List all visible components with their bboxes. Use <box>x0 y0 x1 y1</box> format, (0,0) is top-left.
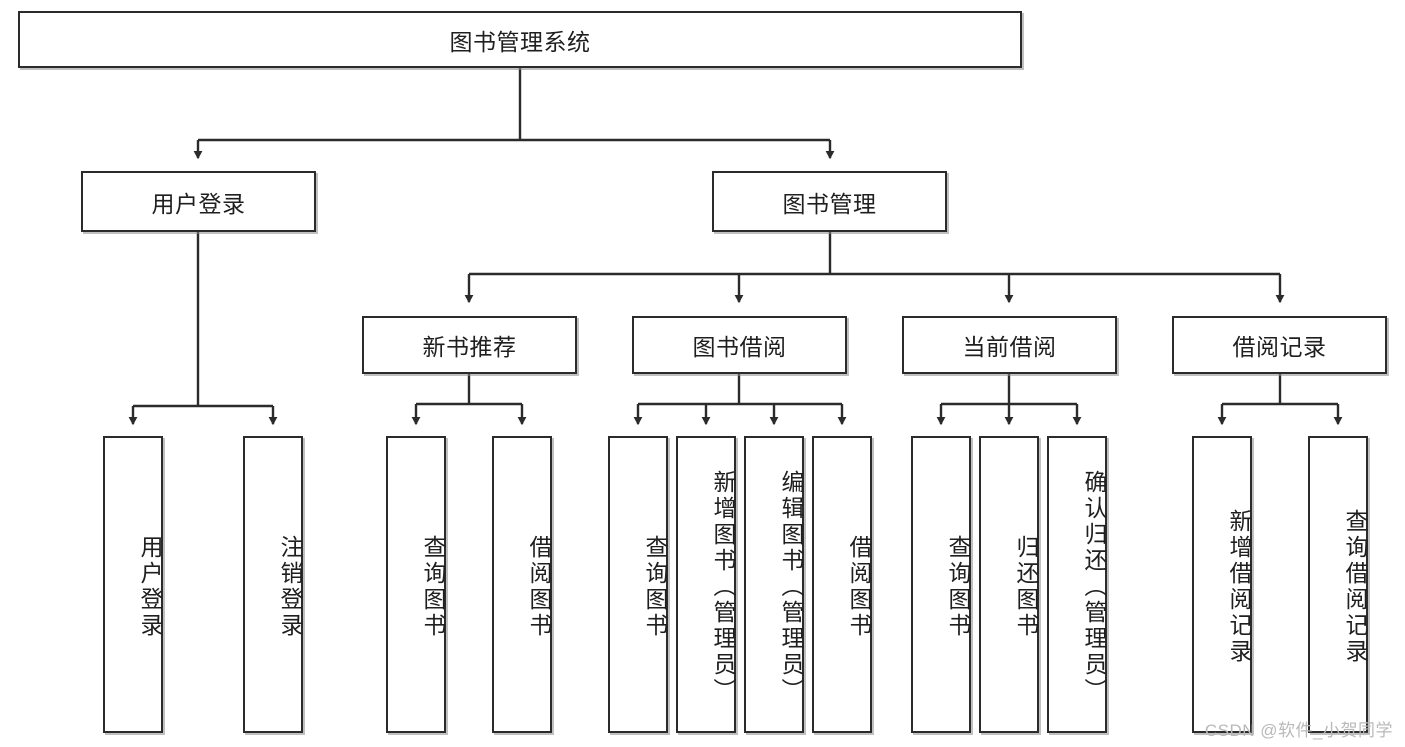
node-user-login[interactable]: 用户登录 <box>81 171 316 232</box>
node-current-borrow[interactable]: 当前借阅 <box>902 316 1117 374</box>
node-label: 确认归还（管理员） <box>1081 469 1107 704</box>
node-leaf-query-book-3[interactable]: 查询图书 <box>911 436 971 733</box>
connector-root-to-level2 <box>193 68 835 160</box>
connector-borrowrecord-to-leaves <box>1217 374 1343 426</box>
node-leaf-return-book[interactable]: 归还图书 <box>979 436 1039 733</box>
node-book-borrow[interactable]: 图书借阅 <box>632 316 847 374</box>
node-label: 新书推荐 <box>422 334 517 360</box>
node-leaf-borrow-book-2[interactable]: 借阅图书 <box>812 436 872 733</box>
node-label: 当前借阅 <box>962 334 1057 360</box>
node-book-manage[interactable]: 图书管理 <box>712 171 947 232</box>
node-label: 借阅图书 <box>526 534 552 639</box>
node-new-book-recommend[interactable]: 新书推荐 <box>362 316 577 374</box>
connector-userlogin-to-leaves <box>128 232 278 426</box>
node-label: 查询借阅记录 <box>1342 508 1368 665</box>
node-root-book-management-system[interactable]: 图书管理系统 <box>18 11 1022 68</box>
node-leaf-user-login[interactable]: 用户登录 <box>103 436 163 733</box>
node-label: 图书管理系统 <box>449 28 591 55</box>
connector-newbook-to-leaves <box>411 374 527 426</box>
node-leaf-confirm-return[interactable]: 确认归还（管理员） <box>1047 436 1107 733</box>
node-leaf-query-book-1[interactable]: 查询图书 <box>386 436 446 733</box>
node-leaf-borrow-book-1[interactable]: 借阅图书 <box>492 436 552 733</box>
connector-bookborrow-to-leaves <box>633 374 847 426</box>
node-label: 用户登录 <box>137 534 163 639</box>
node-leaf-add-book[interactable]: 新增图书（管理员） <box>676 436 736 733</box>
node-label: 用户登录 <box>151 190 246 217</box>
node-label: 注销登录 <box>277 534 303 639</box>
node-label: 新增借阅记录 <box>1226 508 1252 665</box>
node-label: 编辑图书（管理员） <box>778 469 804 704</box>
node-label: 归还图书 <box>1013 534 1039 639</box>
node-borrow-record[interactable]: 借阅记录 <box>1172 316 1387 374</box>
node-label: 图书借阅 <box>692 334 787 360</box>
node-leaf-logout-login[interactable]: 注销登录 <box>243 436 303 733</box>
node-leaf-edit-book[interactable]: 编辑图书（管理员） <box>744 436 804 733</box>
node-label: 查询图书 <box>420 534 446 639</box>
node-leaf-query-record[interactable]: 查询借阅记录 <box>1308 436 1368 733</box>
node-leaf-add-record[interactable]: 新增借阅记录 <box>1192 436 1252 733</box>
node-leaf-query-book-2[interactable]: 查询图书 <box>608 436 668 733</box>
node-label: 新增图书（管理员） <box>710 469 736 704</box>
connector-currentborrow-to-leaves <box>936 374 1082 426</box>
connector-bookmanage-to-level3 <box>464 232 1285 304</box>
node-label: 借阅图书 <box>846 534 872 639</box>
node-label: 图书管理 <box>782 190 877 217</box>
node-label: 查询图书 <box>945 534 971 639</box>
node-label: 查询图书 <box>642 534 668 639</box>
node-label: 借阅记录 <box>1232 334 1327 360</box>
